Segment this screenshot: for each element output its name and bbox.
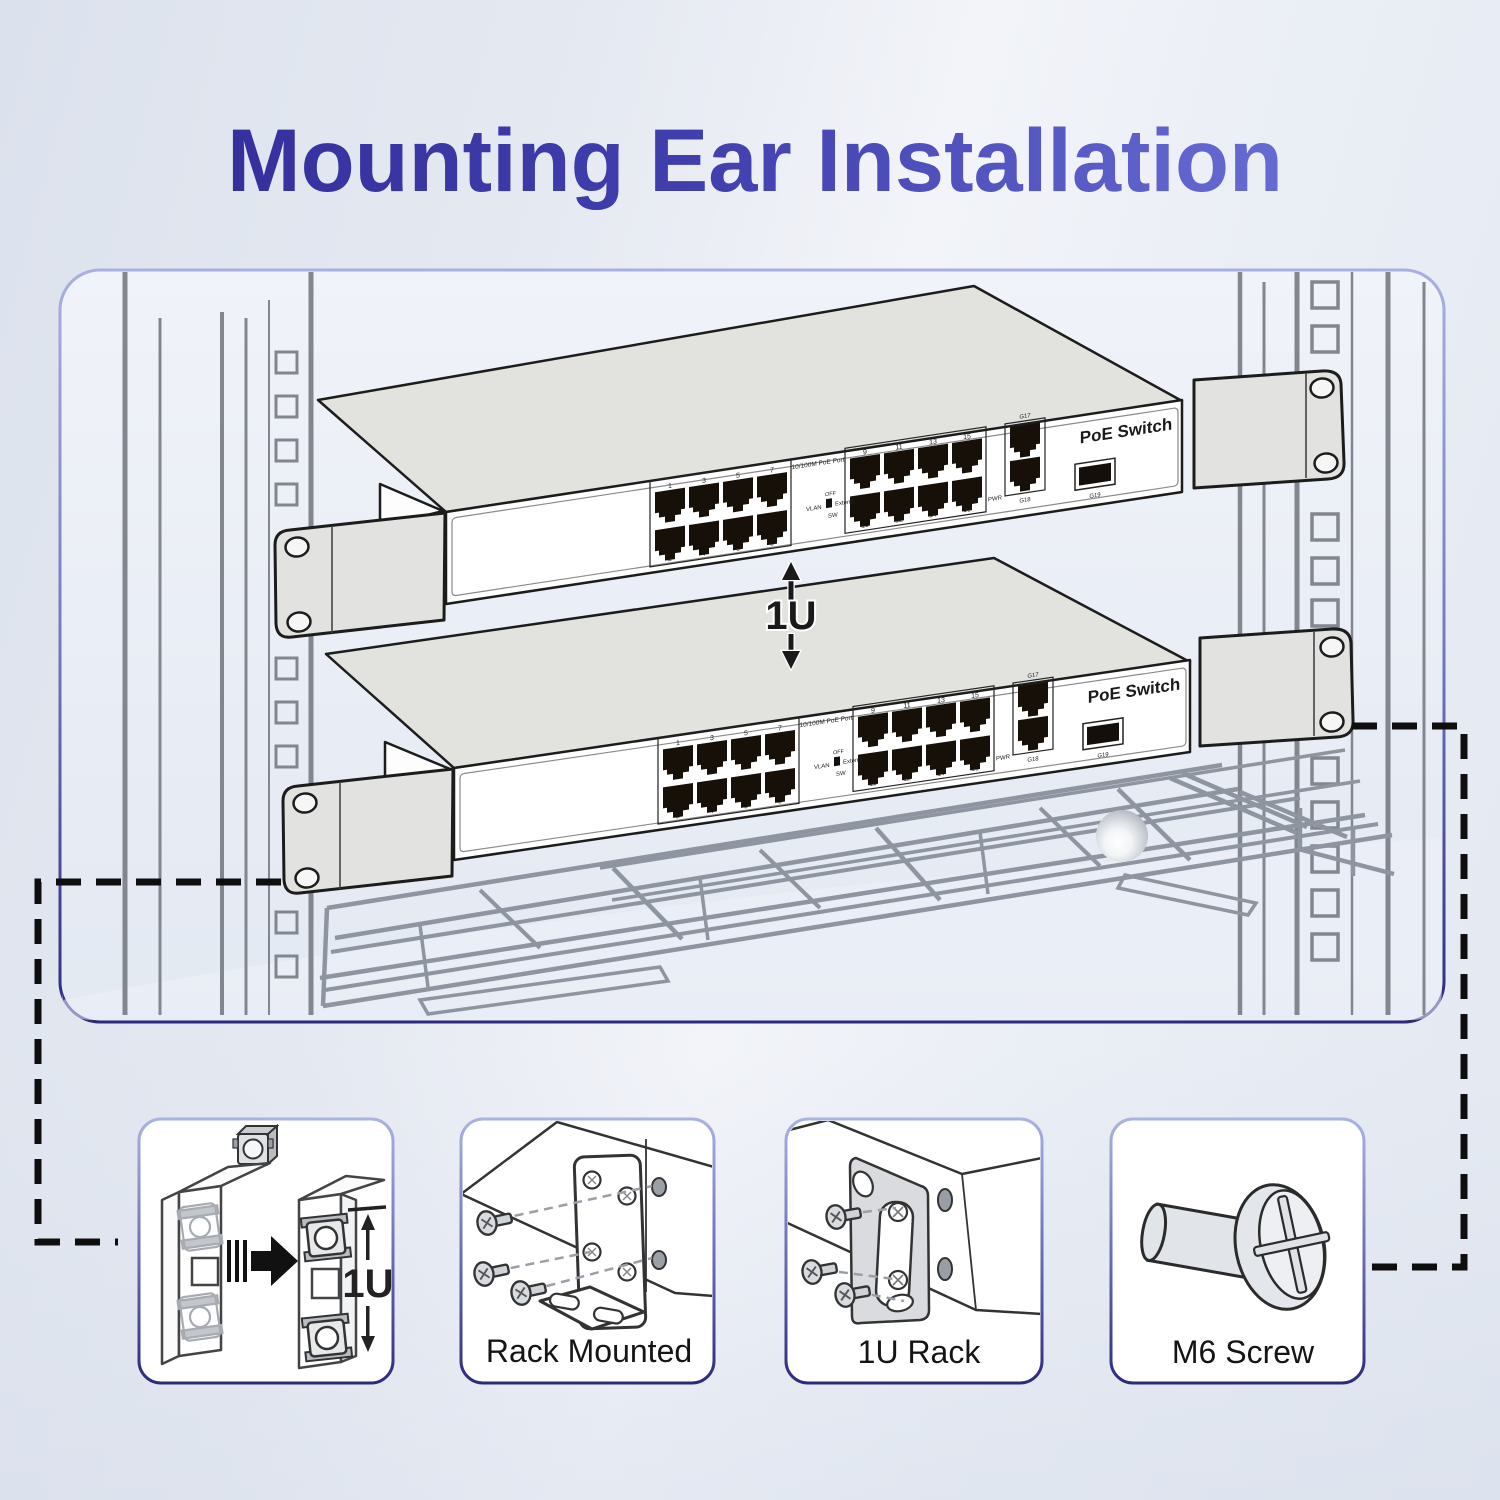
svg-text:1U: 1U bbox=[765, 594, 816, 638]
svg-text:Rack Mounted: Rack Mounted bbox=[486, 1333, 692, 1369]
svg-text:1U: 1U bbox=[342, 1262, 393, 1306]
svg-text:Mounting Ear Installation: Mounting Ear Installation bbox=[227, 110, 1283, 210]
svg-text:1U Rack: 1U Rack bbox=[858, 1334, 982, 1370]
svg-text:M6 Screw: M6 Screw bbox=[1172, 1334, 1315, 1370]
